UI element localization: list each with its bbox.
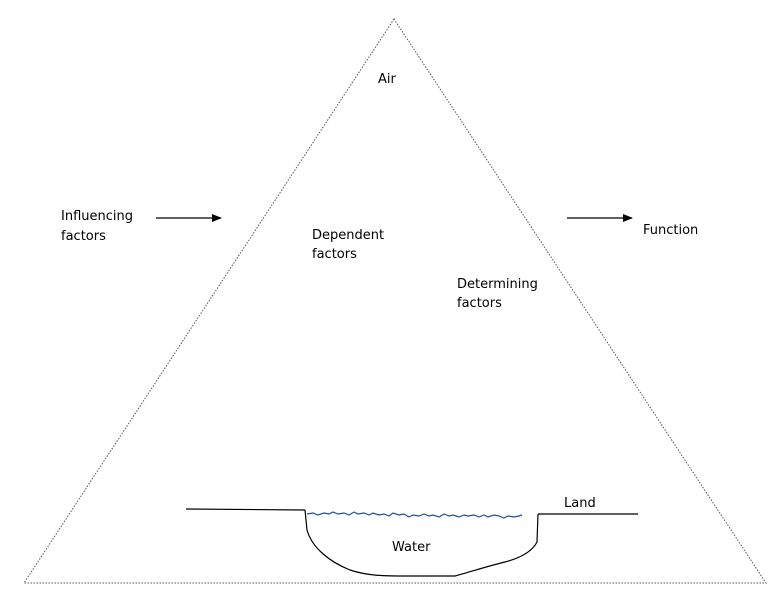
land-line-left xyxy=(185,508,306,511)
water-surface xyxy=(306,511,523,519)
water-basin xyxy=(304,509,539,577)
determining-factors-label-line1: Determining xyxy=(457,277,538,292)
air-label: Air xyxy=(378,72,396,87)
function-label: Function xyxy=(643,223,699,238)
water-label: Water xyxy=(392,540,431,555)
triangle-outline xyxy=(23,18,767,584)
influencing-factors-label-line1: Influencing xyxy=(61,209,133,224)
determining-factors-label-line2: factors xyxy=(457,296,502,311)
land-label: Land xyxy=(564,496,596,511)
dependent-factors-label-line2: factors xyxy=(312,247,357,262)
influencing-factors-label-line2: factors xyxy=(61,229,106,244)
dependent-factors-label-line1: Dependent xyxy=(312,228,385,243)
